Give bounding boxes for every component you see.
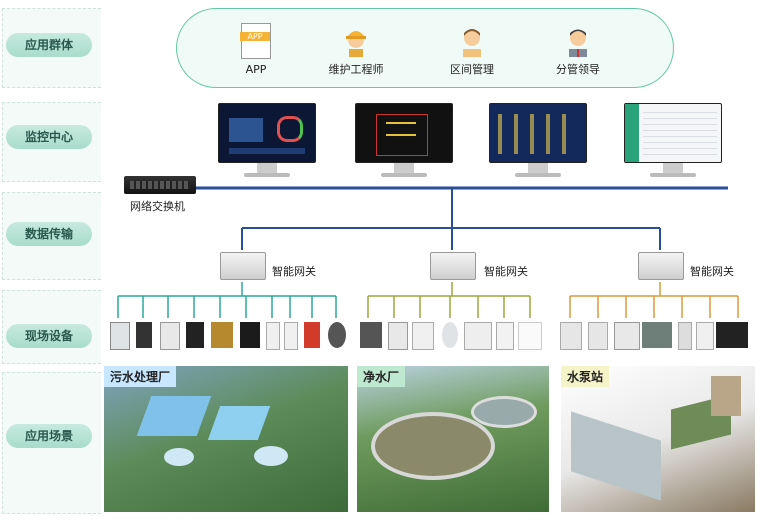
- layer-label-transport: 数据传输: [6, 222, 92, 246]
- scene-label-sewage: 污水处理厂: [104, 366, 177, 387]
- monitor-screen-4: [624, 103, 722, 163]
- monitor-1: [218, 103, 316, 177]
- device-io: [614, 322, 640, 350]
- layer-label-scene: 应用场景: [6, 424, 92, 448]
- user-leader: 分管领导: [543, 23, 613, 77]
- device-display: [716, 322, 748, 348]
- device-fan: [328, 322, 346, 348]
- user-label-manager: 区间管理: [450, 63, 494, 76]
- gateway-1: [220, 252, 266, 280]
- monitor-screen-3: [489, 103, 587, 163]
- device-meter: [496, 322, 514, 350]
- scene-sewage-plant: 污水处理厂: [104, 366, 348, 512]
- leader-icon: [569, 29, 587, 57]
- user-app: APP APP: [221, 23, 291, 76]
- device-io: [464, 322, 492, 350]
- layer-label-monitor: 监控中心: [6, 125, 92, 149]
- app-group-panel: APP APP 维护工程师 区间管理 分管领导: [176, 8, 674, 88]
- gateway-2: [430, 252, 476, 280]
- scene-label-pump: 水泵站: [561, 366, 610, 387]
- user-engineer: 维护工程师: [321, 23, 391, 77]
- gateway-label-2: 智能网关: [484, 265, 528, 278]
- monitor-screen-2: [355, 103, 453, 163]
- user-label-engineer: 维护工程师: [328, 63, 384, 76]
- manager-icon: [463, 29, 481, 57]
- device-module: [360, 322, 382, 348]
- device-controller: [136, 322, 152, 348]
- network-switch-label: 网络交换机: [130, 200, 185, 213]
- device-meter: [388, 322, 408, 350]
- layer-label-field: 现场设备: [6, 324, 92, 348]
- user-manager: 区间管理: [437, 23, 507, 77]
- scene-label-water: 净水厂: [357, 366, 406, 387]
- monitor-screen-1: [218, 103, 316, 163]
- device-meter: [110, 322, 130, 350]
- device-breaker: [284, 322, 298, 350]
- device-controller: [560, 322, 582, 350]
- monitor-3: [489, 103, 587, 177]
- device-meter: [160, 322, 180, 350]
- gateway-label-3: 智能网关: [690, 265, 734, 278]
- gateway-3: [638, 252, 684, 280]
- device-sensor: [678, 322, 692, 350]
- monitor-4: [624, 103, 722, 177]
- scene-pump-station: 水泵站: [561, 366, 755, 512]
- device-sensor: [518, 322, 542, 350]
- device-detector: [442, 322, 458, 348]
- device-breaker: [266, 322, 280, 350]
- device-display: [186, 322, 204, 348]
- layer-label-app: 应用群体: [6, 33, 92, 57]
- device-meter: [696, 322, 714, 350]
- device-generator: [211, 322, 233, 348]
- app-icon: APP: [240, 23, 271, 59]
- user-label-leader: 分管领导: [556, 63, 600, 76]
- gateway-label-1: 智能网关: [272, 265, 316, 278]
- device-pump: [304, 322, 320, 348]
- device-plc: [642, 322, 672, 348]
- scene-water-plant: 净水厂: [357, 366, 549, 512]
- device-meter: [588, 322, 608, 350]
- network-switch: [124, 176, 196, 194]
- monitor-2: [355, 103, 453, 177]
- device-sensor: [412, 322, 434, 350]
- engineer-icon: [346, 31, 366, 57]
- app-icon-text: APP: [240, 32, 270, 41]
- user-label-app: APP: [245, 63, 267, 76]
- device-cabinet: [240, 322, 260, 348]
